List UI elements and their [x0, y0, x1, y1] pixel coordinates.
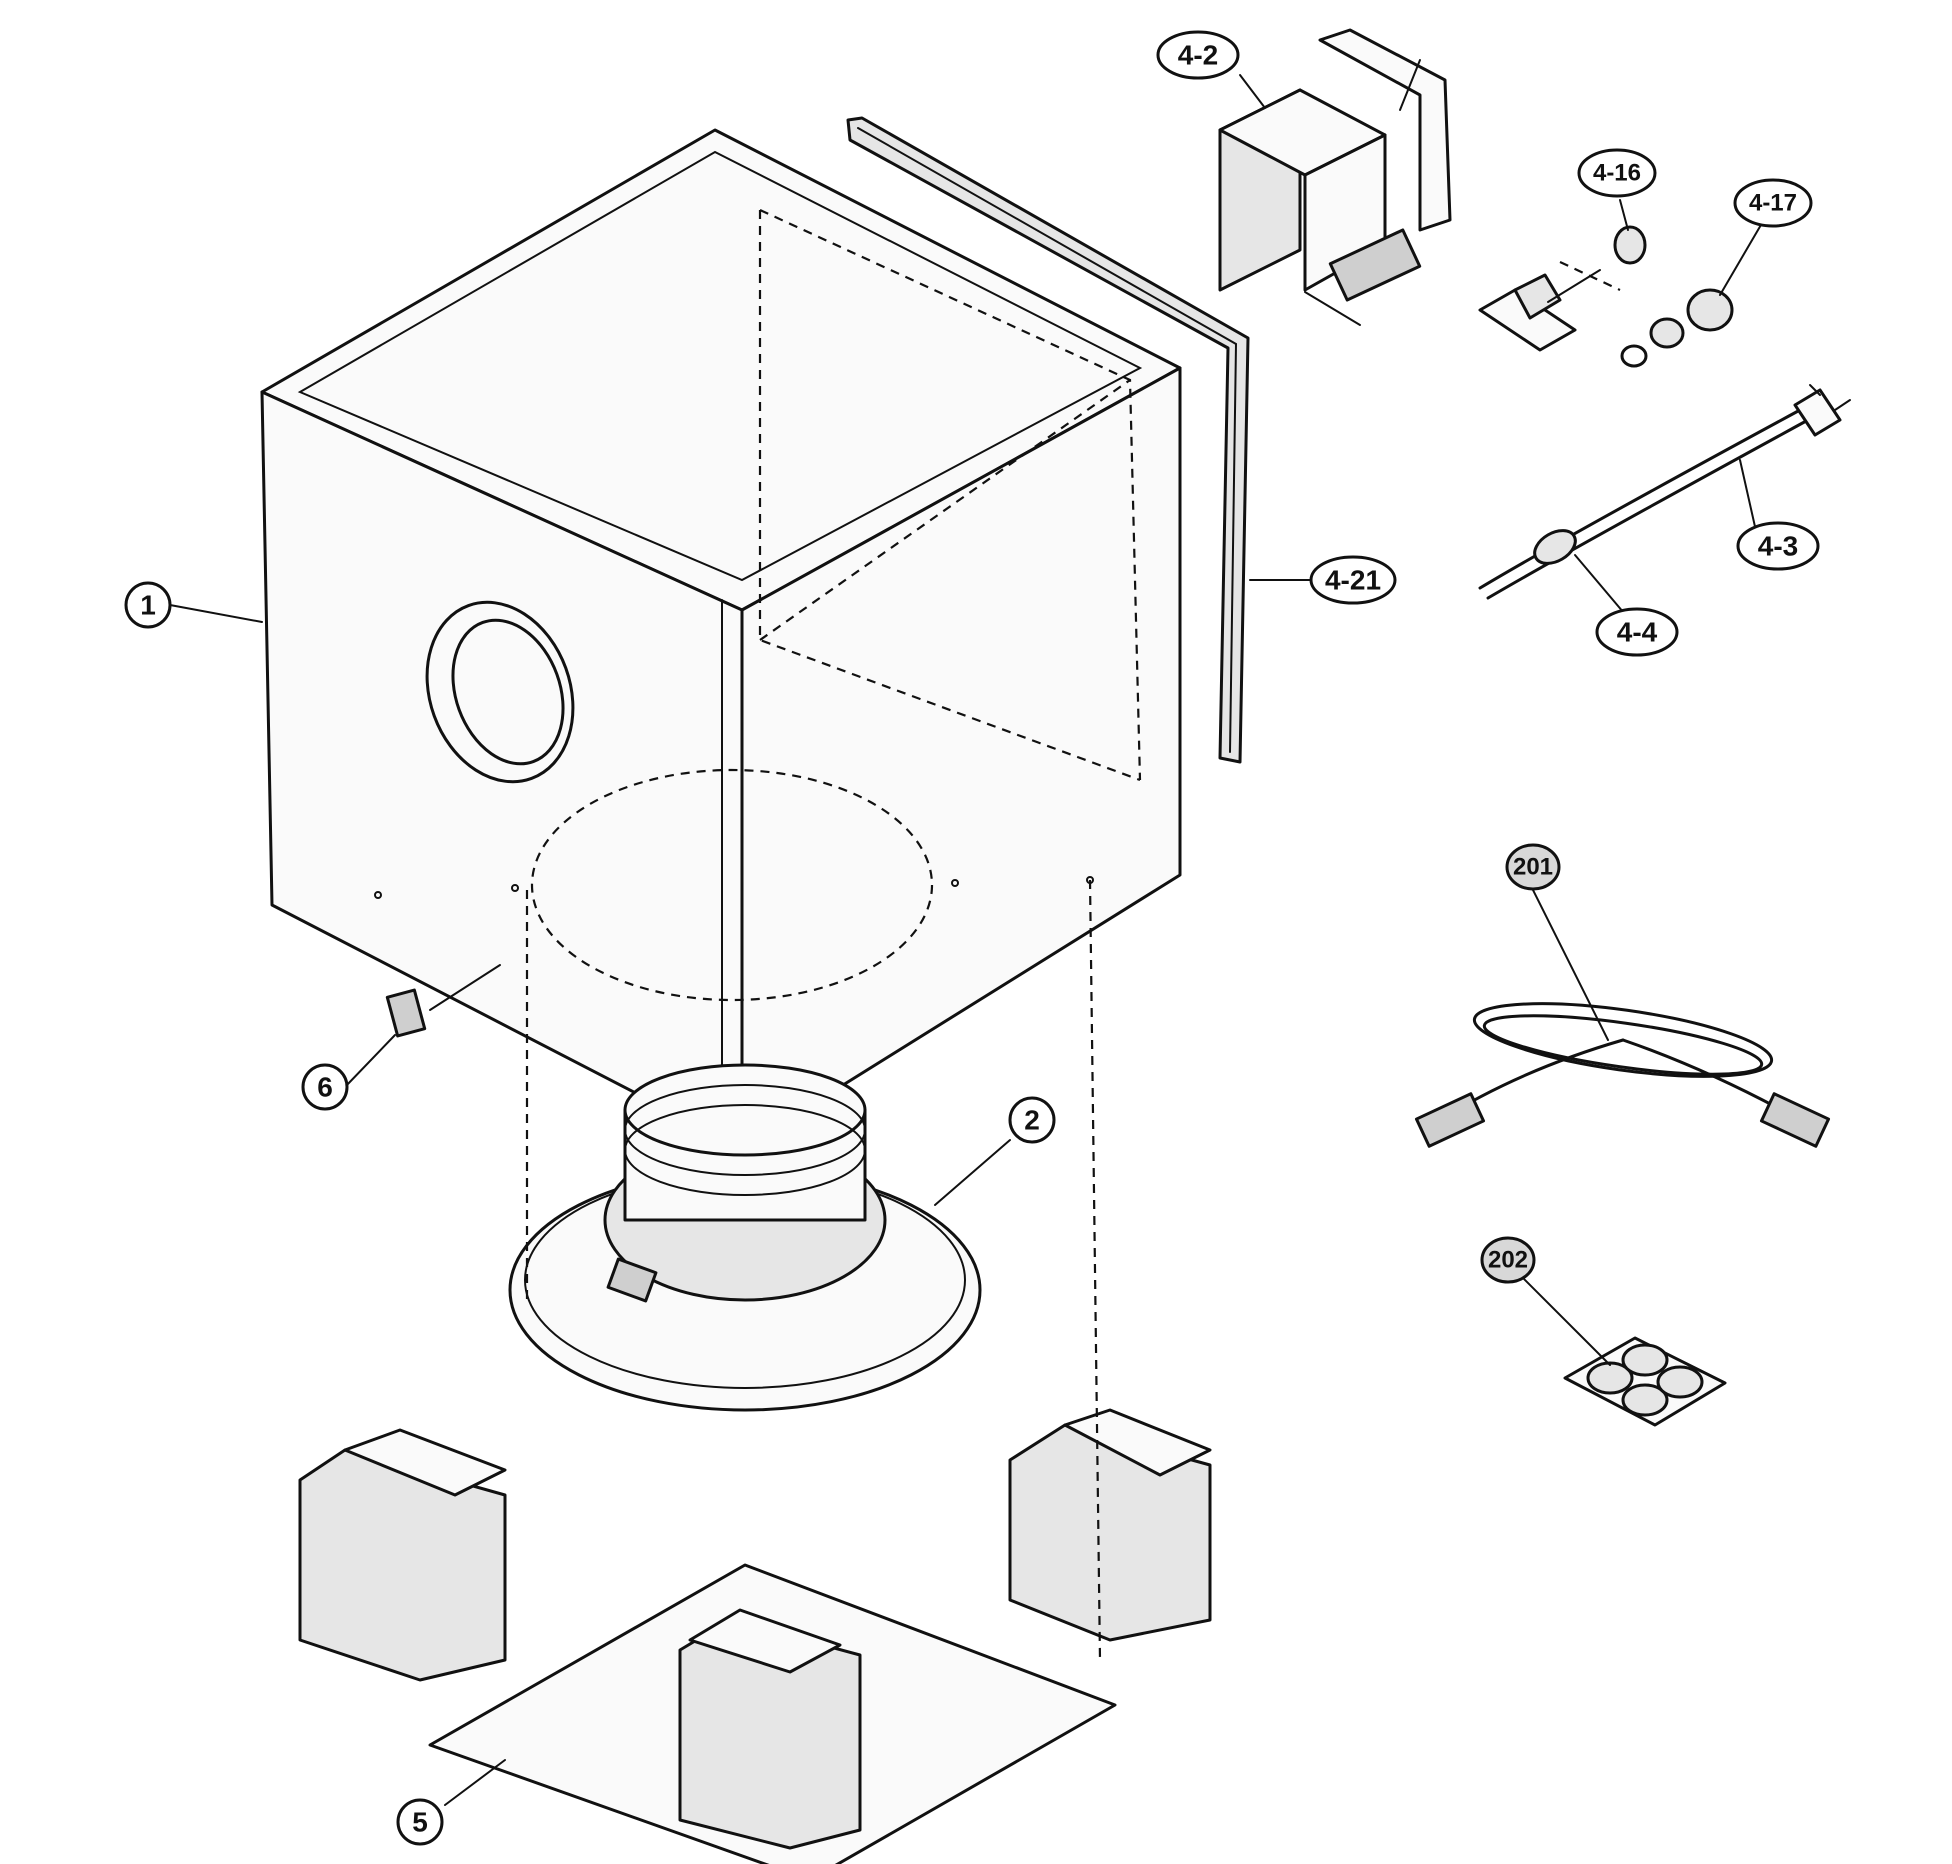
woofer-driver [508, 1063, 982, 1412]
callout-202: 202 [1480, 1236, 1536, 1284]
switch-assembly [1478, 225, 1734, 368]
svg-text:1: 1 [140, 590, 156, 621]
svg-text:4-2: 4-2 [1178, 40, 1218, 71]
callout-6: 6 [301, 1063, 349, 1111]
svg-text:4-17: 4-17 [1749, 190, 1797, 217]
callout-4-2: 4-2 [1156, 30, 1240, 80]
callout-4-16: 4-16 [1577, 148, 1657, 198]
svg-text:4-16: 4-16 [1593, 160, 1641, 187]
power-transformer [1218, 28, 1452, 302]
svg-text:5: 5 [412, 1807, 428, 1838]
svg-text:6: 6 [317, 1072, 333, 1103]
rubber-feet-sheet [1563, 1336, 1727, 1427]
callout-4-21: 4-21 [1309, 555, 1397, 605]
svg-text:4-3: 4-3 [1758, 531, 1798, 562]
gasket-strip [846, 116, 1250, 764]
svg-text:2: 2 [1024, 1105, 1040, 1136]
callout-201: 201 [1505, 843, 1561, 891]
power-cord [1478, 384, 1851, 600]
svg-text:4-4: 4-4 [1617, 617, 1658, 648]
rca-cable [1414, 1002, 1831, 1148]
callout-5: 5 [396, 1798, 444, 1846]
svg-text:4-21: 4-21 [1325, 565, 1381, 596]
callout-2: 2 [1008, 1096, 1056, 1144]
callout-4-17: 4-17 [1733, 178, 1813, 228]
leader-lines [169, 74, 1766, 1806]
terminal-plate [385, 964, 501, 1038]
callout-1: 1 [124, 581, 172, 629]
pedestal-stand [298, 879, 1212, 1864]
svg-text:202: 202 [1488, 1247, 1528, 1274]
svg-text:201: 201 [1513, 854, 1553, 881]
callout-4-3: 4-3 [1736, 521, 1820, 571]
callout-4-4: 4-4 [1595, 607, 1679, 657]
